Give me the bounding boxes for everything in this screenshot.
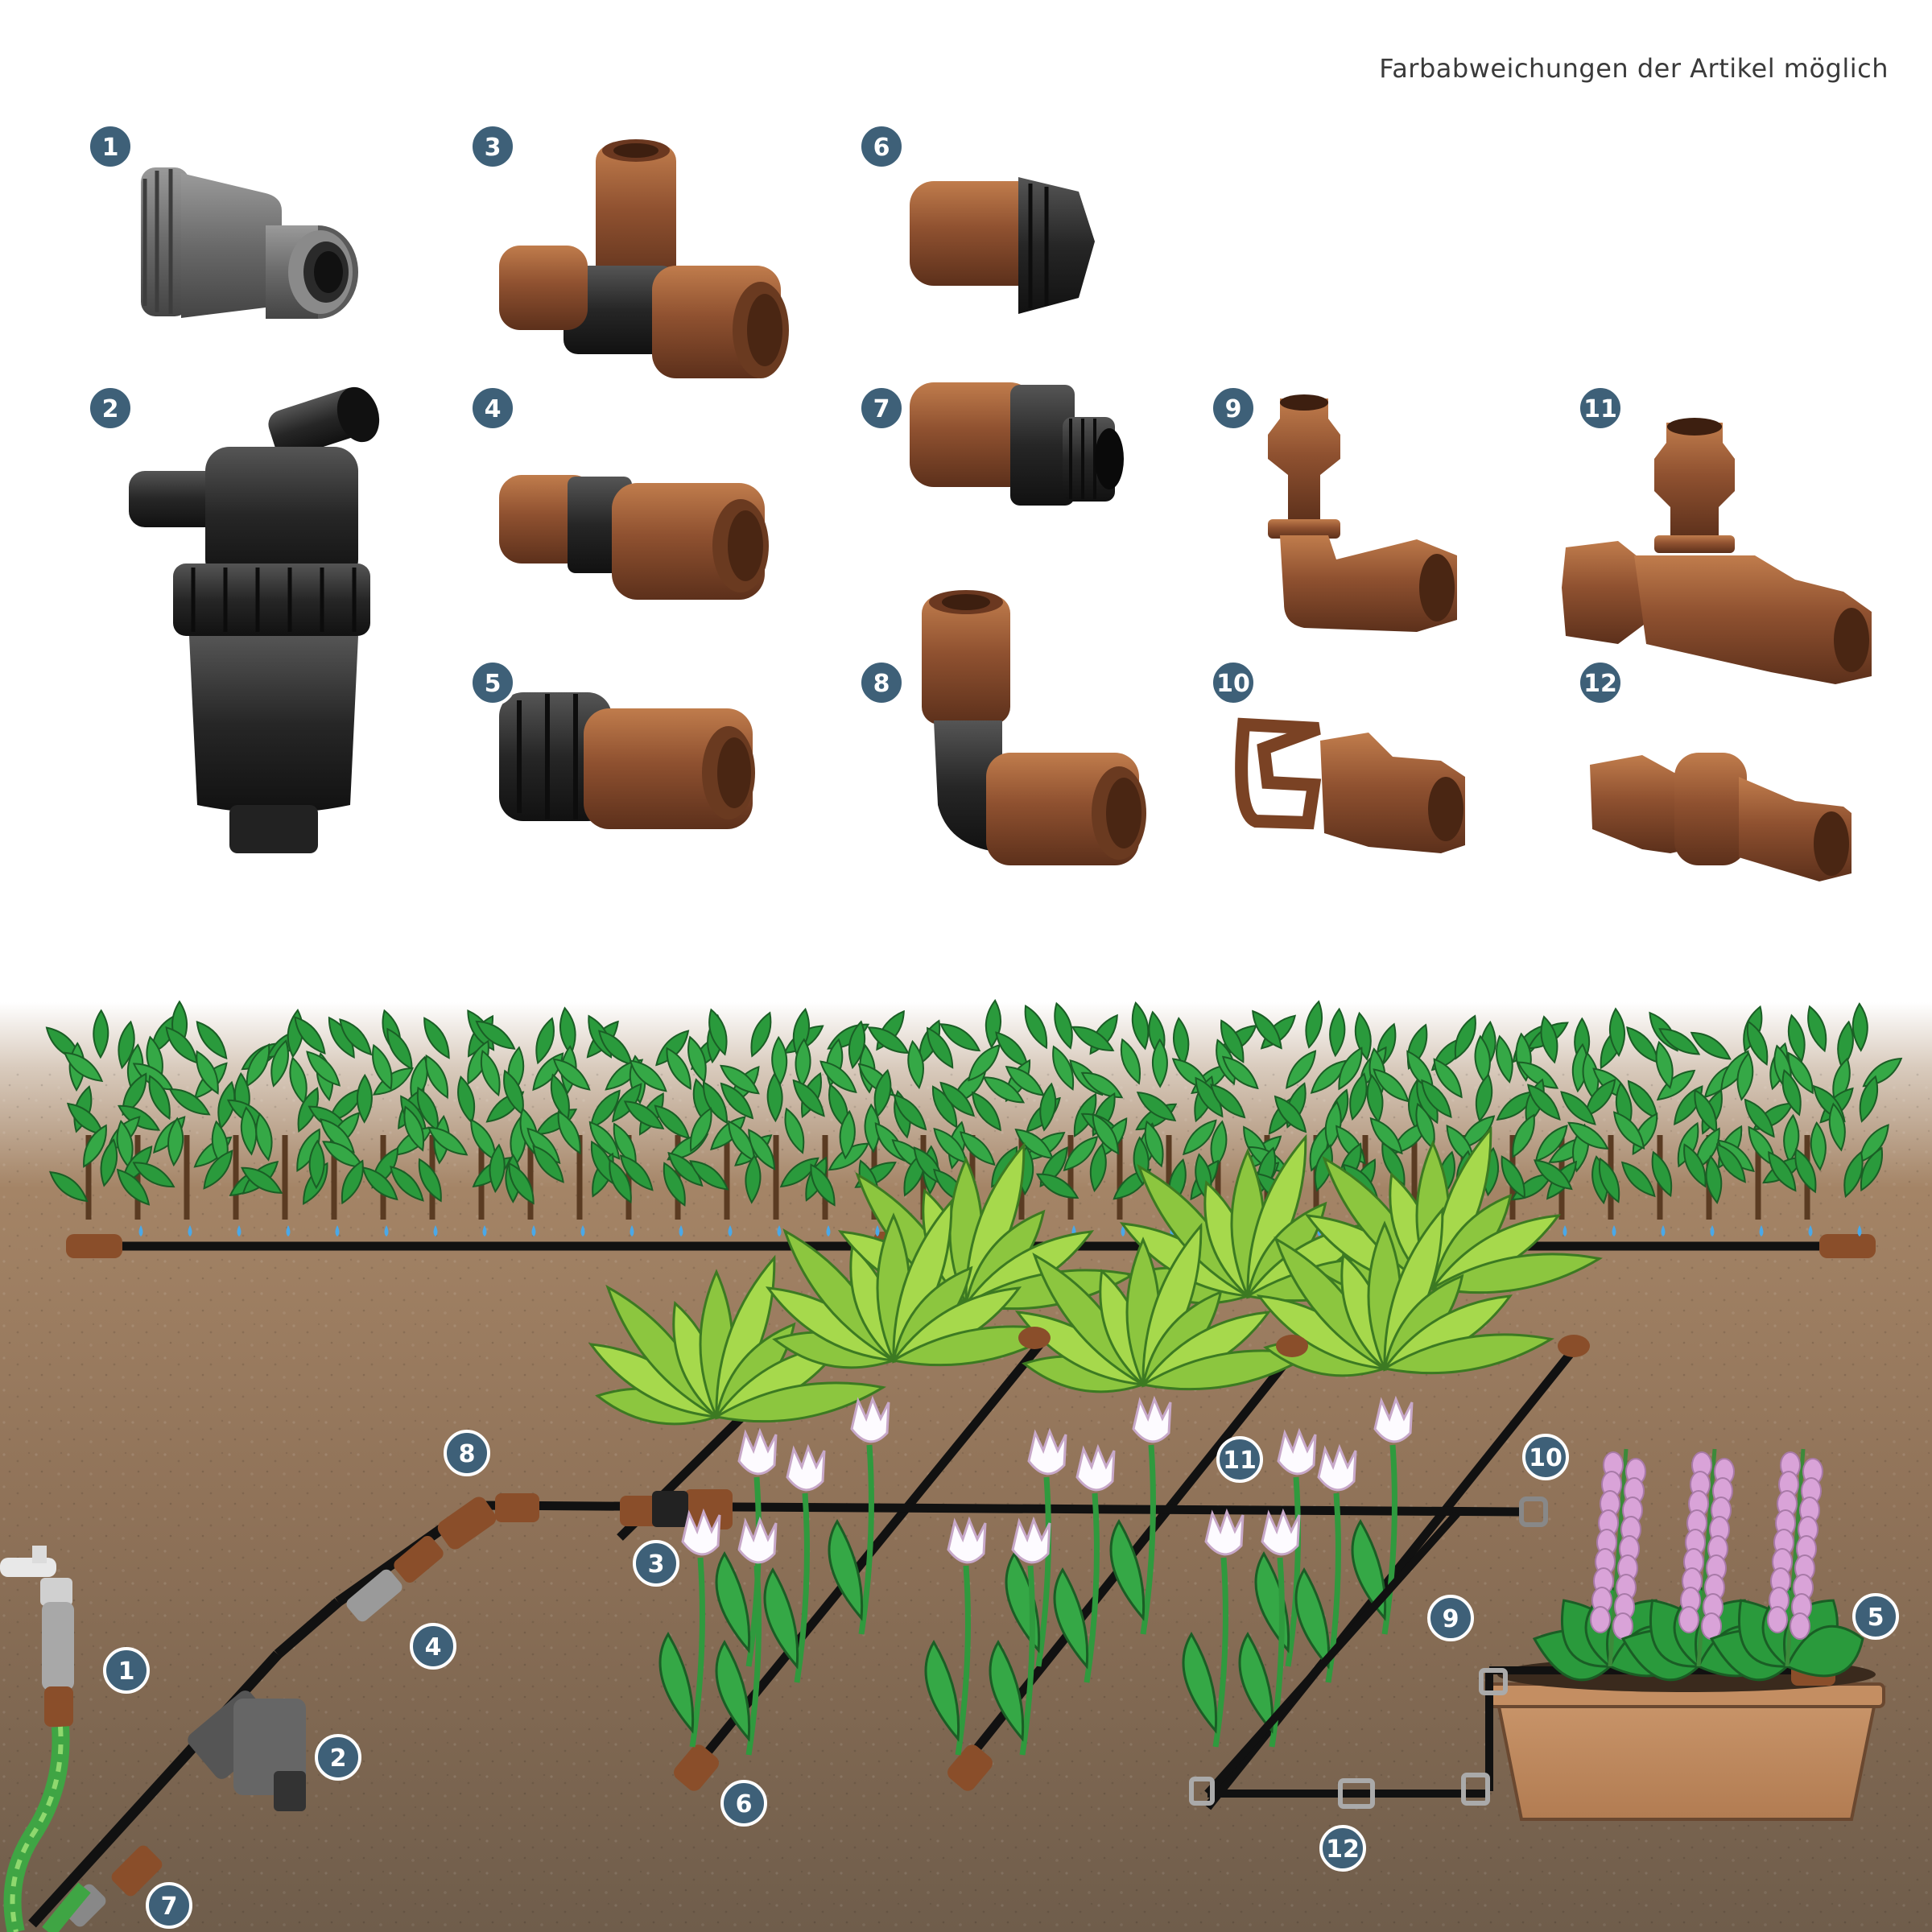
badge-9: 9	[1210, 385, 1257, 431]
badge-number: 3	[485, 134, 502, 162]
catalog	[129, 139, 1872, 881]
badge-number: 9	[1443, 1605, 1459, 1633]
badge-number: 12	[1326, 1835, 1360, 1864]
badge-number: 7	[161, 1893, 178, 1921]
water-tap-icon	[0, 1546, 74, 1727]
barbed-tee-icon	[1562, 418, 1872, 684]
badge-7: 7	[146, 1882, 192, 1929]
badge-12: 12	[1577, 659, 1624, 706]
leafy-plants	[588, 1125, 1603, 1426]
elbow-connector-icon	[922, 590, 1146, 865]
badge-11: 11	[1577, 385, 1624, 431]
hedge-row	[45, 998, 1903, 1220]
badge-9: 9	[1427, 1595, 1474, 1641]
color-deviation-note: Farbabweichungen der Artikel möglich	[1379, 53, 1889, 84]
badge-8: 8	[444, 1430, 490, 1476]
male-thread-adapter-icon	[910, 382, 1124, 506]
supply-line	[28, 1327, 1590, 1928]
badge-3: 3	[469, 123, 516, 170]
badge-10: 10	[1522, 1434, 1569, 1480]
badge-number: 8	[459, 1440, 476, 1468]
badge-6: 6	[720, 1780, 767, 1827]
badge-number: 4	[425, 1633, 442, 1662]
badge-number: 12	[1583, 670, 1617, 698]
badge-number: 1	[118, 1657, 135, 1686]
badge-2: 2	[87, 385, 134, 431]
badge-number: 6	[873, 134, 890, 162]
badge-number: 10	[1529, 1444, 1563, 1472]
straight-connector-icon	[499, 475, 769, 600]
badge-number: 4	[485, 395, 502, 423]
end-plug-icon	[910, 177, 1095, 314]
badge-number: 2	[330, 1744, 347, 1773]
badge-4: 4	[469, 385, 516, 431]
filter-icon	[129, 386, 380, 853]
badge-number: 8	[873, 670, 890, 698]
badge-number: 11	[1583, 395, 1617, 423]
badge-2: 2	[315, 1734, 361, 1781]
badge-number: 9	[1225, 395, 1242, 423]
badge-number: 2	[102, 395, 119, 423]
badge-number: 11	[1223, 1447, 1257, 1475]
badge-5: 5	[1852, 1593, 1899, 1640]
barbed-coupler-icon	[1590, 753, 1852, 881]
badge-number: 6	[736, 1790, 753, 1818]
tap-connector-icon	[141, 167, 358, 319]
badge-10: 10	[1210, 659, 1257, 706]
flower-box	[1189, 1448, 1885, 1821]
badge-number: 7	[873, 395, 890, 423]
tee-connector-icon	[499, 139, 789, 378]
badge-number: 10	[1216, 670, 1250, 698]
badge-3: 3	[633, 1540, 679, 1587]
badge-7: 7	[858, 385, 905, 431]
badge-number: 5	[1868, 1604, 1885, 1632]
tulips	[658, 1395, 1414, 1756]
badge-number: 5	[485, 670, 502, 698]
badge-1: 1	[103, 1647, 150, 1694]
badge-11: 11	[1216, 1436, 1263, 1483]
badge-1: 1	[87, 123, 134, 170]
badge-5: 5	[469, 659, 516, 706]
badge-12: 12	[1319, 1825, 1366, 1872]
pipe-adapter-icon	[499, 692, 755, 829]
badge-6: 6	[858, 123, 905, 170]
badge-4: 4	[410, 1623, 456, 1670]
badge-number: 3	[648, 1550, 665, 1579]
barbed-elbow-icon	[1268, 394, 1457, 632]
badge-number: 1	[102, 134, 119, 162]
barbed-end-plug-icon	[1235, 717, 1465, 853]
badge-8: 8	[858, 659, 905, 706]
